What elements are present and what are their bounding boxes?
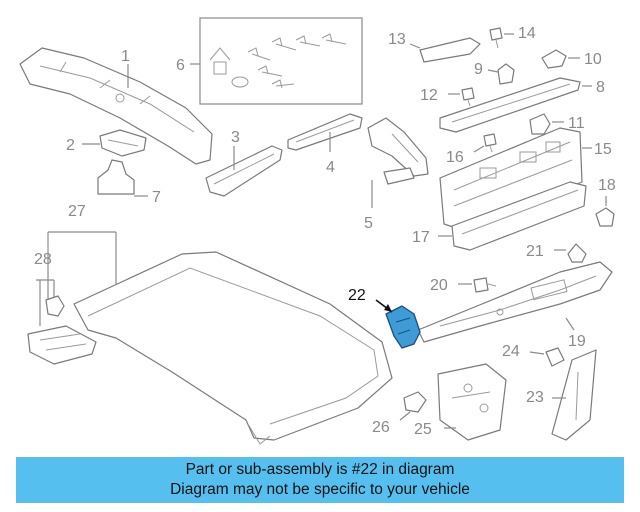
part-1-header-rail[interactable]	[19, 47, 213, 165]
part-27-soft-top-cover[interactable]	[73, 251, 393, 445]
part-3-pillar-trim[interactable]	[205, 145, 283, 197]
callout-28: 28	[34, 251, 52, 268]
banner-line-1: Part or sub-assembly is #22 in diagram	[185, 461, 455, 478]
callout-16: 16	[446, 149, 464, 166]
part-18-fastener[interactable]	[595, 207, 615, 227]
part-28-clip[interactable]	[45, 295, 65, 317]
part-11-clip[interactable]	[529, 113, 551, 135]
part-19-side-rail[interactable]	[417, 261, 613, 343]
callout-7: 7	[152, 189, 161, 206]
part-28-bracket[interactable]	[27, 325, 97, 365]
part-23-vertical-seal[interactable]	[551, 349, 597, 441]
part-15-rear-panel[interactable]	[439, 127, 583, 231]
callout-1: 1	[121, 48, 130, 65]
callout-11: 11	[568, 115, 585, 132]
callout-15: 15	[594, 141, 612, 158]
callout-19: 19	[568, 333, 586, 350]
callout-9: 9	[474, 61, 483, 78]
callout-22-arrowhead	[384, 304, 392, 312]
part-8-rail[interactable]	[439, 77, 581, 133]
callout-5: 5	[364, 215, 373, 232]
part-10-clip[interactable]	[541, 49, 567, 69]
callout-10: 10	[584, 51, 602, 68]
callout-12: 12	[420, 87, 438, 104]
callout-tree-27	[36, 231, 117, 326]
part-26-fastener[interactable]	[403, 391, 427, 413]
callout-4: 4	[326, 159, 335, 176]
callout-2: 2	[66, 137, 75, 154]
part-2-latch[interactable]	[99, 129, 147, 157]
part-12-bolt[interactable]	[461, 87, 475, 107]
callout-27: 27	[68, 203, 86, 220]
callout-13: 13	[388, 31, 406, 48]
callout-17: 17	[412, 229, 430, 246]
part-21-stud[interactable]	[567, 243, 587, 263]
callout-22: 22	[348, 287, 366, 304]
callout-25: 25	[414, 421, 432, 438]
callout-18: 18	[598, 177, 616, 194]
part-7-bracket[interactable]	[97, 159, 135, 195]
part-20-bolt[interactable]	[473, 277, 497, 293]
part-6-hardware-kit[interactable]	[199, 17, 363, 105]
part-22-highlighted-bracket[interactable]	[385, 305, 421, 349]
part-5-bracket[interactable]	[367, 117, 429, 185]
callout-6: 6	[176, 57, 185, 74]
callout-20: 20	[430, 277, 448, 294]
banner-line-2: Diagram may not be specific to your vehi…	[170, 481, 470, 498]
part-25-mounting-plate[interactable]	[437, 363, 507, 441]
parts-diagram: 1 2 6 3 4 5 7	[19, 17, 616, 445]
callout-14: 14	[518, 25, 536, 42]
part-24-stud[interactable]	[545, 347, 565, 367]
callout-3: 3	[231, 129, 240, 146]
info-banner: Part or sub-assembly is #22 in diagram D…	[16, 457, 624, 503]
part-4-pillar-seal[interactable]	[287, 113, 363, 151]
callout-24: 24	[502, 343, 520, 360]
part-9-clip[interactable]	[497, 63, 515, 85]
part-14-bolt[interactable]	[489, 27, 503, 49]
callout-26: 26	[372, 419, 390, 436]
callout-23: 23	[526, 389, 544, 406]
callout-21: 21	[526, 243, 544, 260]
part-13-seal[interactable]	[419, 37, 481, 63]
callout-8: 8	[596, 79, 605, 96]
part-16-bolt[interactable]	[483, 133, 497, 153]
part-17-lower-panel[interactable]	[451, 181, 587, 251]
